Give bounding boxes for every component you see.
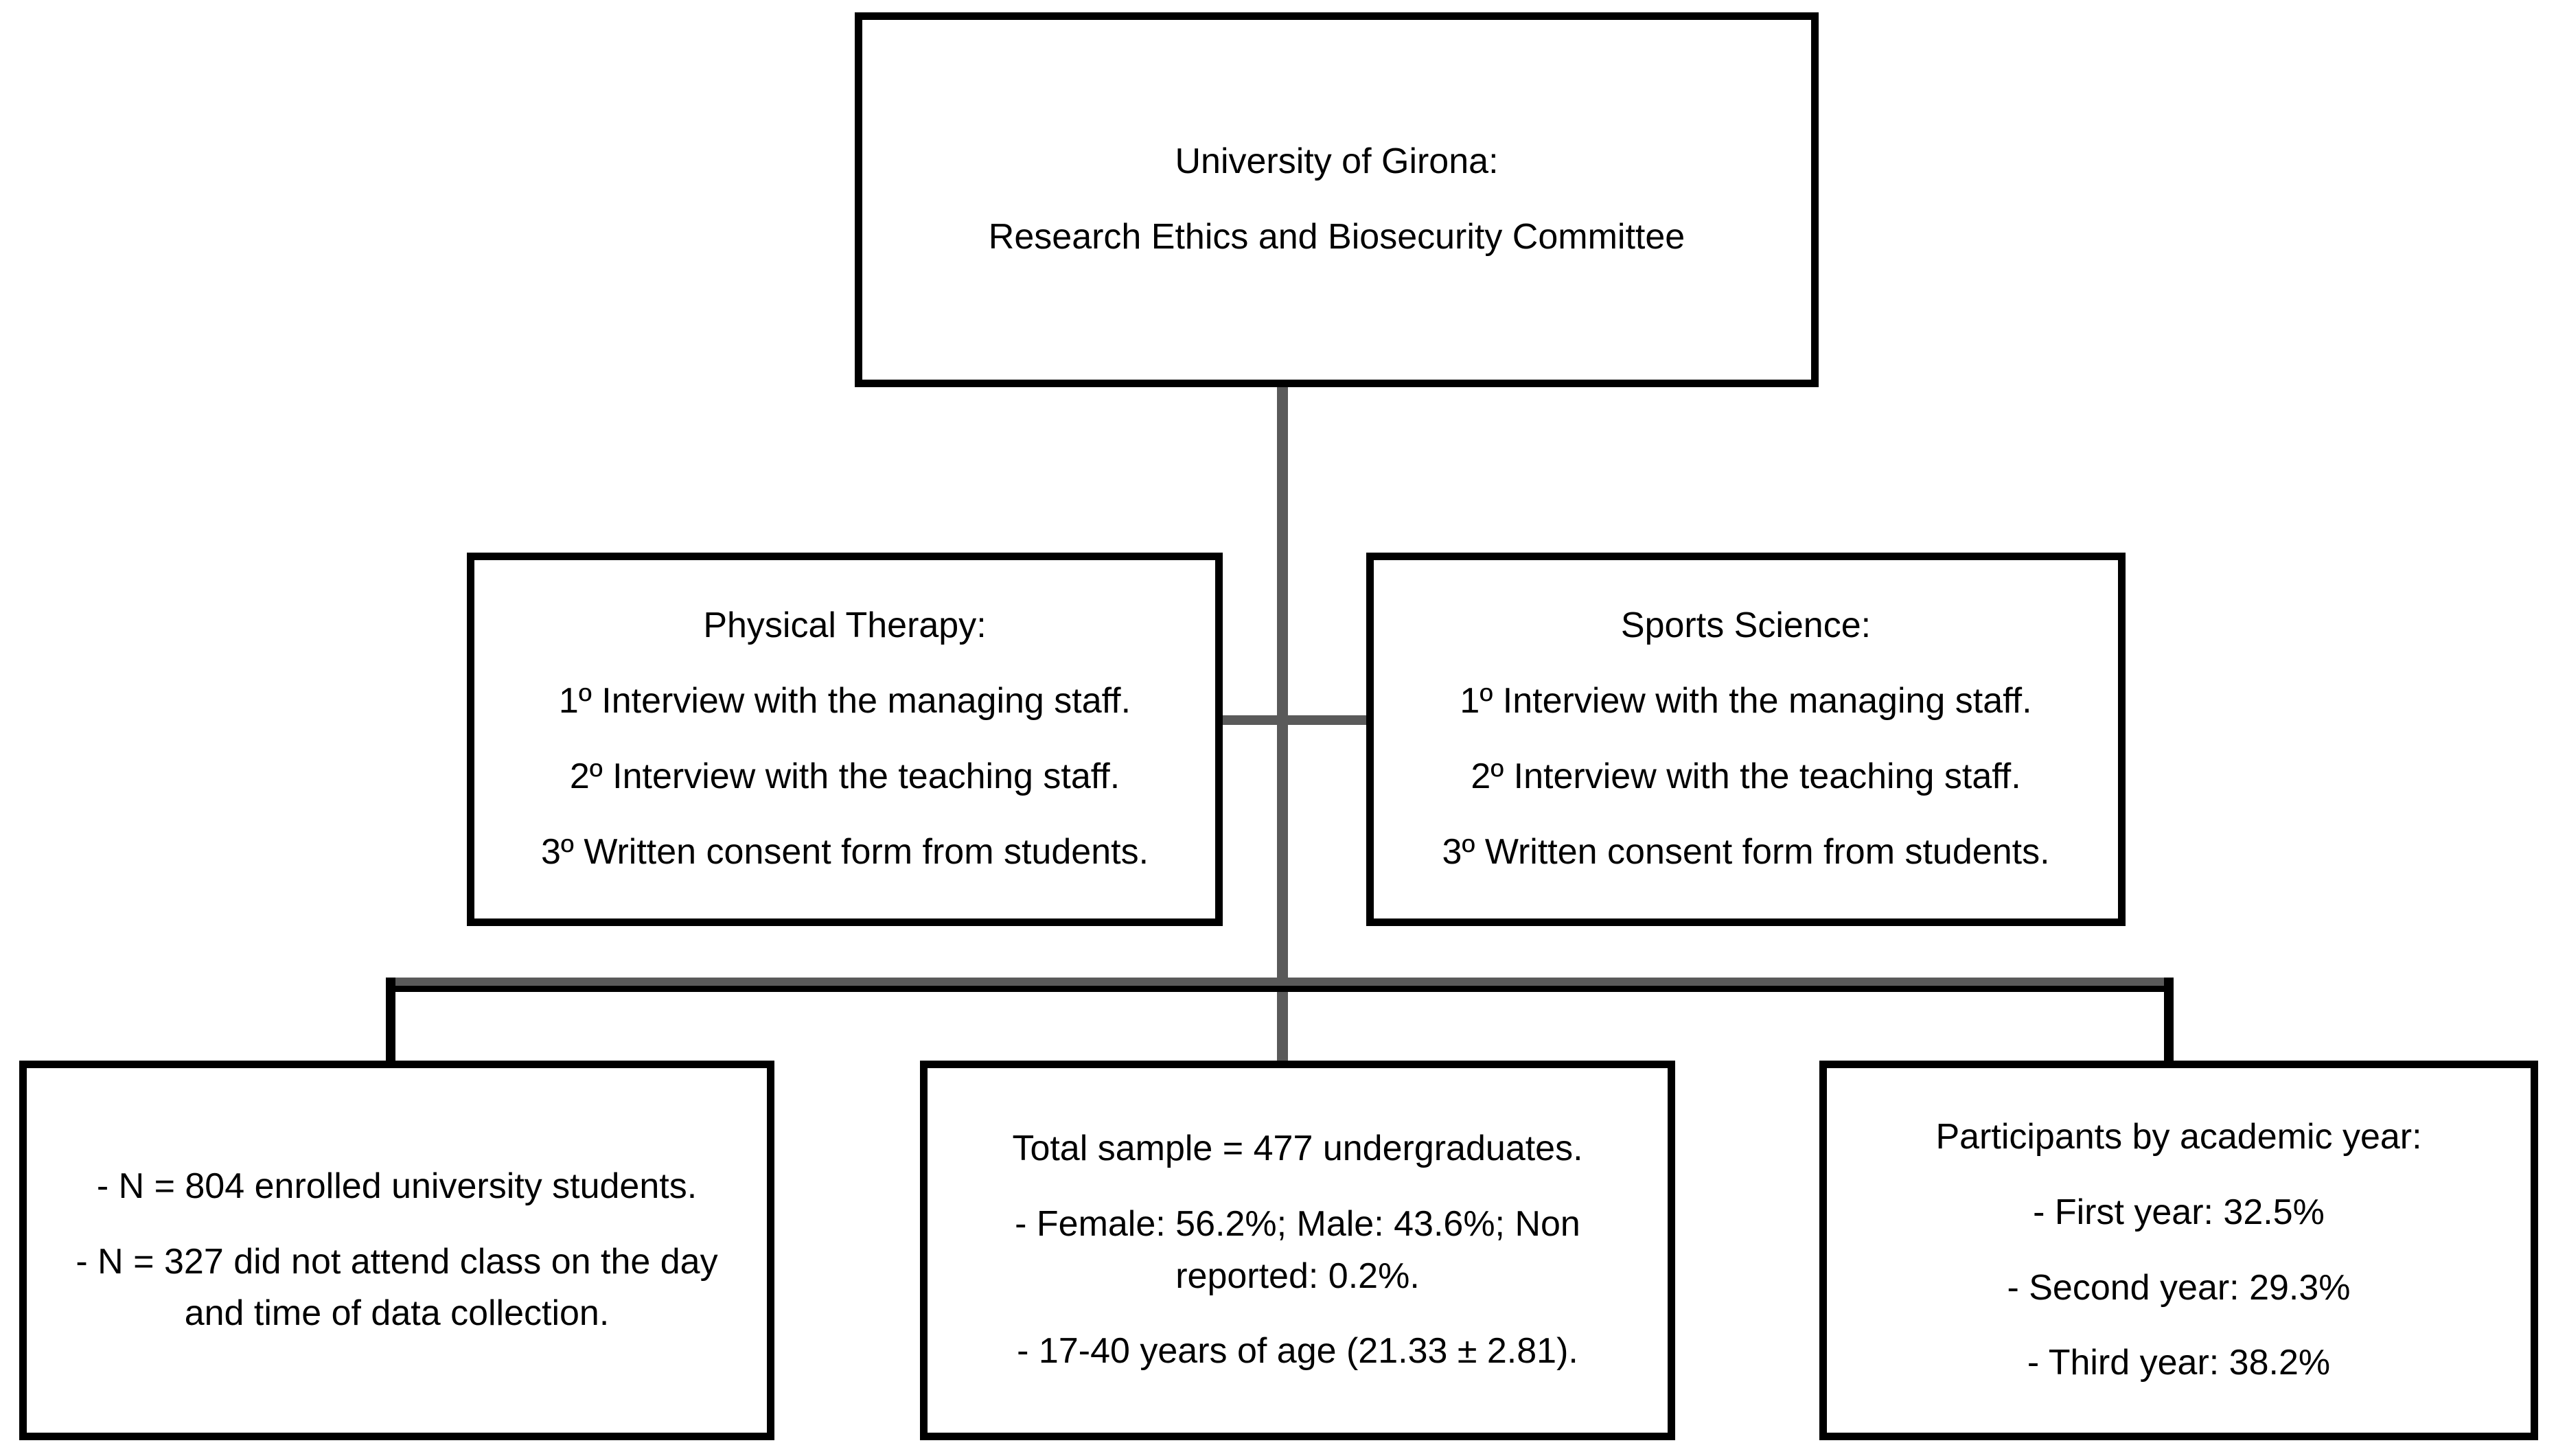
node-physical-therapy-step-1: 1º Interview with the managing staff. [558, 681, 1131, 721]
node-total-sample-line-1: Total sample = 477 undergraduates. [1012, 1128, 1583, 1168]
connector-departments-horizontal [1215, 715, 1373, 725]
node-physical-therapy: Physical Therapy: 1º Interview with the … [467, 553, 1223, 926]
node-excluded-line-2: - N = 327 did not attend class on the da… [76, 1241, 718, 1334]
node-sports-science-step-1: 1º Interview with the managing staff. [1460, 681, 2032, 721]
connector-drop-right [2164, 978, 2174, 1063]
node-academic-year-third: - Third year: 38.2% [2027, 1343, 2331, 1383]
node-sports-science-step-3: 3º Written consent form from students. [1442, 831, 2050, 872]
connector-bottom-distribution-bar [386, 978, 2174, 987]
node-participants-by-academic-year: Participants by academic year: - First y… [1819, 1061, 2538, 1440]
node-ethics-committee: University of Girona: Research Ethics an… [855, 12, 1819, 387]
node-ethics-committee-line-1: University of Girona: [1175, 141, 1499, 182]
node-excluded-line-1: - N = 804 enrolled university students. [96, 1166, 698, 1206]
node-total-sample-line-2: - Female: 56.2%; Male: 43.6%; Non report… [1015, 1203, 1580, 1296]
connector-drop-left [386, 978, 395, 1063]
node-sports-science-title: Sports Science: [1620, 605, 1872, 646]
node-academic-year-first: - First year: 32.5% [2033, 1192, 2325, 1232]
node-physical-therapy-step-3: 3º Written consent form from students. [540, 831, 1149, 872]
node-physical-therapy-title: Physical Therapy: [703, 605, 987, 646]
node-total-sample: Total sample = 477 undergraduates. - Fem… [920, 1061, 1675, 1440]
node-academic-year-second: - Second year: 29.3% [2007, 1267, 2351, 1308]
node-sports-science: Sports Science: 1º Interview with the ma… [1366, 553, 2126, 926]
node-sports-science-step-2: 2º Interview with the teaching staff. [1471, 756, 2021, 796]
connector-bottom-distribution-bar-accent [390, 986, 2171, 992]
node-academic-year-title: Participants by academic year: [1935, 1116, 2422, 1157]
node-ethics-committee-line-2: Research Ethics and Biosecurity Committe… [988, 217, 1685, 257]
node-excluded-students: - N = 804 enrolled university students. … [19, 1061, 774, 1440]
node-physical-therapy-step-2: 2º Interview with the teaching staff. [569, 756, 1120, 796]
node-total-sample-line-3: - 17-40 years of age (21.33 ± 2.81). [1017, 1331, 1578, 1372]
